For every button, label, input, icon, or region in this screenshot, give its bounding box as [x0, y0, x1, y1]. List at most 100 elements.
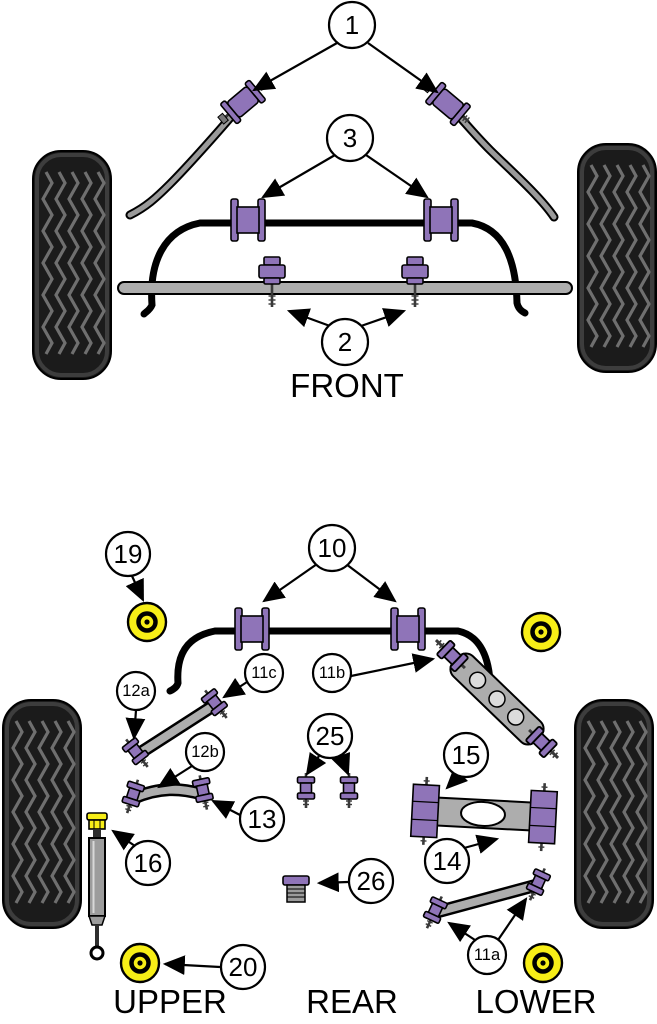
- callout-2-arrow-left: [286, 308, 331, 328]
- lower-label: LOWER: [475, 983, 596, 1020]
- rear-label: REAR: [306, 983, 398, 1020]
- rear-upper-arm: [118, 683, 235, 774]
- rear-lower-arm-left: [117, 772, 217, 817]
- callout-2-arrow-right: [360, 308, 407, 328]
- callout-19-circle: [104, 530, 152, 578]
- subframe-bushing-right: [527, 789, 559, 845]
- bushing-25-right: [339, 771, 359, 810]
- callout-11a-arrow-right: [497, 897, 528, 941]
- callout-16: 16: [111, 829, 172, 887]
- callout-12a-label: 12a: [122, 682, 150, 700]
- callout-11c: 11c: [222, 652, 285, 699]
- callout-12b: 12b: [157, 731, 226, 789]
- callout-14-circle: [423, 837, 471, 885]
- upper-label: UPPER: [113, 983, 227, 1020]
- callout-11c-label: 11c: [251, 664, 276, 682]
- front-anti-roll-bar: [140, 219, 529, 318]
- callout-15-arrow: [445, 766, 469, 790]
- front-arb-bushing-left: [230, 198, 266, 242]
- callout-10-arrow-left: [262, 563, 318, 603]
- callout-20-circle: [219, 943, 267, 991]
- callout-10: 10: [262, 523, 397, 603]
- callout-16-label: 16: [134, 848, 163, 878]
- rear-trailing-arm: [427, 631, 567, 767]
- callout-12b-arrow: [157, 765, 193, 789]
- callout-25-arrow-right: [331, 751, 351, 777]
- callout-14: 14: [423, 834, 500, 885]
- callout-11b-label: 11b: [319, 664, 345, 682]
- shock-top-bushing: [86, 812, 108, 821]
- callout-3-arrow-right: [365, 154, 429, 199]
- rear-arb-bushing-left: [234, 607, 270, 651]
- front-left-tire: [33, 151, 111, 379]
- callout-10-arrow-right: [345, 563, 397, 603]
- callout-10-circle: [307, 523, 357, 573]
- callout-2-label: 2: [338, 327, 352, 357]
- callout-26: 26: [316, 857, 395, 905]
- yellow-bushing-upper-left: [128, 603, 166, 641]
- callout-13-arrow: [211, 799, 241, 819]
- yellow-bushing-lower-right: [524, 944, 562, 982]
- callout-16-circle: [124, 839, 172, 887]
- callout-13-circle: [238, 795, 286, 843]
- callout-3: 3: [261, 113, 429, 199]
- callout-19-label: 19: [114, 539, 143, 569]
- callout-1-circle: [327, 0, 377, 50]
- callout-14-label: 14: [433, 846, 462, 876]
- callout-26-label: 26: [357, 866, 386, 896]
- callout-12b-circle: [184, 731, 226, 773]
- callout-11b-circle: [311, 652, 353, 694]
- callout-1: 1: [252, 0, 439, 94]
- callout-15: 15: [442, 731, 490, 790]
- callout-11c-circle: [243, 652, 285, 694]
- front-lower-bar: [117, 281, 573, 295]
- callout-3-arrow-left: [261, 154, 336, 199]
- callout-13: 13: [211, 795, 286, 843]
- callout-25-arrow-left: [305, 752, 327, 776]
- callout-2-circle: [320, 317, 370, 367]
- bushing-25-left: [296, 771, 316, 810]
- rear-section: 19 10 12a 11c 11b 12b: [3, 523, 653, 1020]
- callout-11b-arrow: [350, 653, 436, 678]
- callout-12a: 12a: [115, 670, 157, 741]
- callout-26-circle: [347, 857, 395, 905]
- callout-25: 25: [305, 712, 354, 777]
- yellow-bushing-lower-left: [121, 944, 159, 982]
- callout-13-label: 13: [248, 804, 277, 834]
- callout-11b: 11b: [311, 652, 436, 694]
- callout-1-arrow-left: [252, 42, 338, 92]
- callout-16-arrow: [111, 829, 136, 851]
- callout-15-circle: [442, 731, 490, 779]
- callout-12b-label: 12b: [191, 743, 219, 761]
- callout-11a-arrow-left: [447, 921, 476, 943]
- callout-3-label: 3: [343, 123, 357, 153]
- front-label: FRONT: [290, 367, 404, 404]
- callout-1-label: 1: [345, 10, 359, 40]
- front-drop-link-right-fill: [448, 104, 557, 220]
- callout-15-label: 15: [452, 740, 481, 770]
- callout-12a-circle: [115, 670, 157, 712]
- front-arb-bushing-right: [423, 198, 459, 242]
- rear-lower-arm-right: [417, 863, 554, 934]
- callout-11a-label: 11a: [474, 946, 501, 964]
- rear-right-tire: [575, 700, 653, 928]
- callout-20: 20: [162, 943, 267, 991]
- callout-12a-arrow: [125, 709, 146, 741]
- front-right-tire: [578, 144, 656, 372]
- callout-20-label: 20: [229, 952, 258, 982]
- callout-2: 2: [286, 308, 407, 367]
- callout-10-label: 10: [318, 533, 347, 563]
- callout-14-arrow: [463, 834, 500, 854]
- yellow-bushing-upper-right: [522, 613, 560, 651]
- callout-26-arrow: [316, 872, 349, 893]
- callout-11a: 11a: [447, 897, 528, 976]
- callout-19-arrow: [125, 575, 144, 602]
- rear-left-tire: [3, 700, 81, 928]
- callout-11c-arrow: [222, 677, 248, 699]
- callout-25-label: 25: [316, 721, 345, 751]
- callout-1-arrow-right: [367, 42, 439, 94]
- callout-25-circle: [306, 712, 354, 760]
- rear-shock-absorber: [86, 812, 108, 961]
